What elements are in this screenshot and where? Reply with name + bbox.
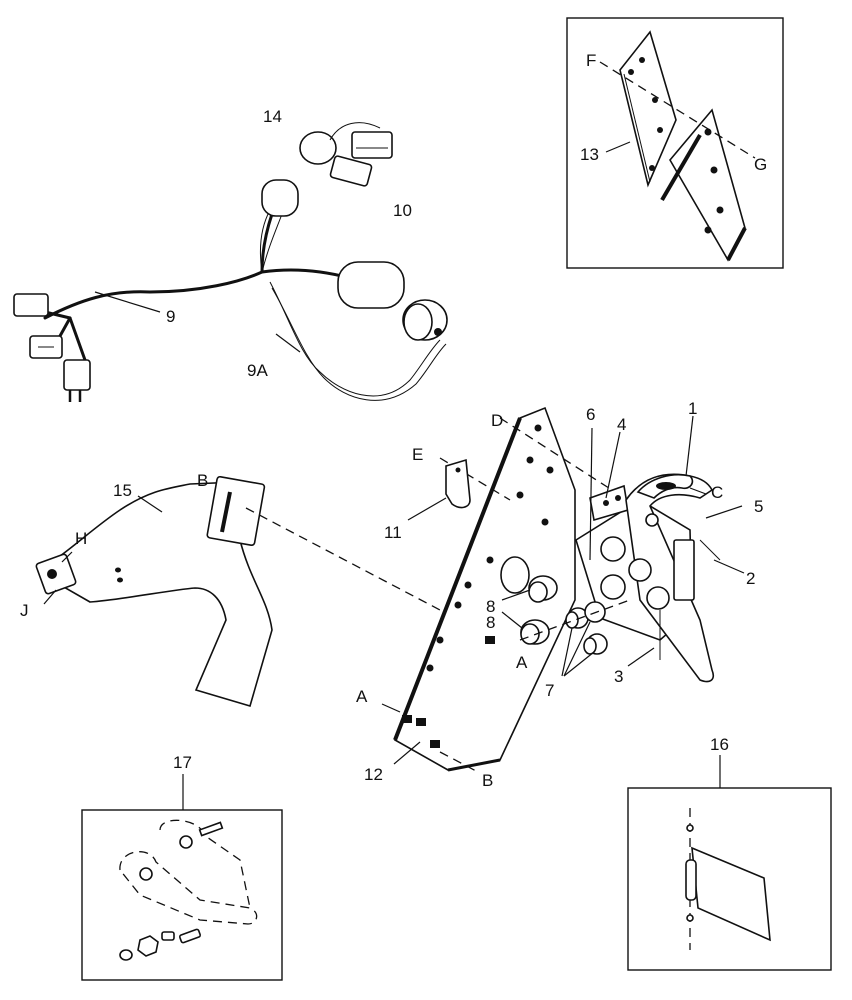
label-ref-j: J	[20, 601, 29, 620]
label-part-12: 12	[364, 765, 383, 784]
inset-detail-16	[627, 755, 832, 971]
label-part-13: 13	[580, 145, 599, 164]
label-part-6: 6	[586, 405, 595, 424]
inset-detail-17	[81, 774, 283, 981]
bracket-15	[35, 475, 273, 707]
label-part-10: 10	[393, 201, 412, 220]
label-part-3: 3	[614, 667, 623, 686]
label-part-8a: 8	[486, 597, 495, 616]
label-ref-c: C	[711, 483, 723, 502]
label-part-5: 5	[754, 497, 763, 516]
label-ref-f: F	[586, 51, 596, 70]
label-part-2: 2	[746, 569, 755, 588]
label-part-16: 16	[710, 735, 729, 754]
label-ref-g: G	[754, 155, 767, 174]
label-part-11: 11	[384, 523, 402, 542]
callout-labels: 1 2 3 4 5 6 7 8 8 9 9A 10 11 12 13 14 15…	[20, 51, 767, 790]
clip-11	[407, 458, 471, 521]
label-ref-a-1: A	[356, 687, 368, 706]
label-part-9a: 9A	[247, 361, 268, 380]
label-ref-d: D	[491, 411, 503, 430]
label-ref-b-2: B	[482, 771, 493, 790]
label-part-7: 7	[545, 681, 554, 700]
valve-assembly	[501, 415, 745, 683]
ref-line-b	[245, 507, 441, 611]
label-ref-b-1: B	[197, 471, 208, 490]
wire-harness-9	[13, 122, 448, 402]
label-part-9: 9	[166, 307, 175, 326]
inset-detail-13	[566, 17, 784, 269]
label-ref-h: H	[75, 529, 87, 548]
label-part-4: 4	[617, 415, 626, 434]
label-ref-a-2: A	[516, 653, 528, 672]
label-part-15: 15	[113, 481, 132, 500]
label-part-1: 1	[688, 399, 697, 418]
label-part-8b: 8	[486, 613, 495, 632]
label-ref-e: E	[412, 445, 423, 464]
label-part-17: 17	[173, 753, 192, 772]
label-part-14: 14	[263, 107, 282, 126]
